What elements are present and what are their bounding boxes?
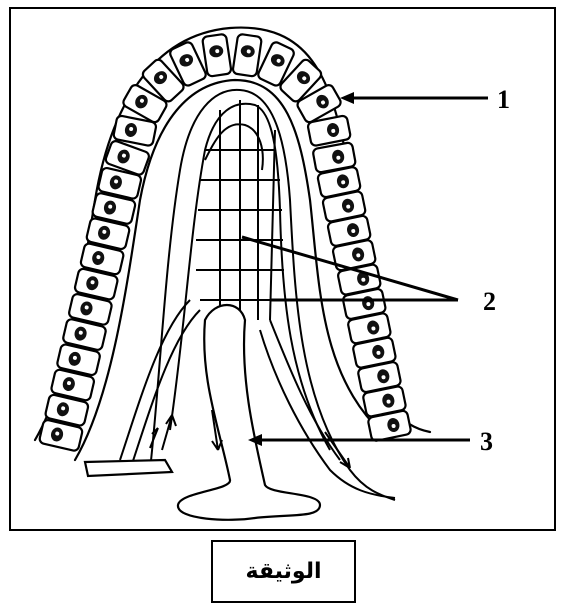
epithelial-cell bbox=[232, 34, 262, 77]
arteriole-stub bbox=[85, 460, 172, 476]
caption-box: الوثيقة bbox=[211, 540, 356, 603]
flow-arrow-down-right bbox=[325, 432, 350, 468]
blood-vessel-left bbox=[120, 300, 200, 470]
epithelial-cell bbox=[202, 34, 232, 77]
flow-arrow-small bbox=[150, 428, 158, 448]
flow-arrow-up bbox=[162, 415, 176, 450]
lacteal-vessel bbox=[178, 305, 320, 520]
label-2: 2 bbox=[483, 287, 496, 316]
leader-1-arrowhead bbox=[340, 92, 354, 104]
caption-label: الوثيقة bbox=[245, 559, 321, 584]
label-1: 1 bbox=[497, 85, 510, 114]
label-3: 3 bbox=[480, 427, 493, 456]
core-outline-inner bbox=[170, 104, 330, 450]
